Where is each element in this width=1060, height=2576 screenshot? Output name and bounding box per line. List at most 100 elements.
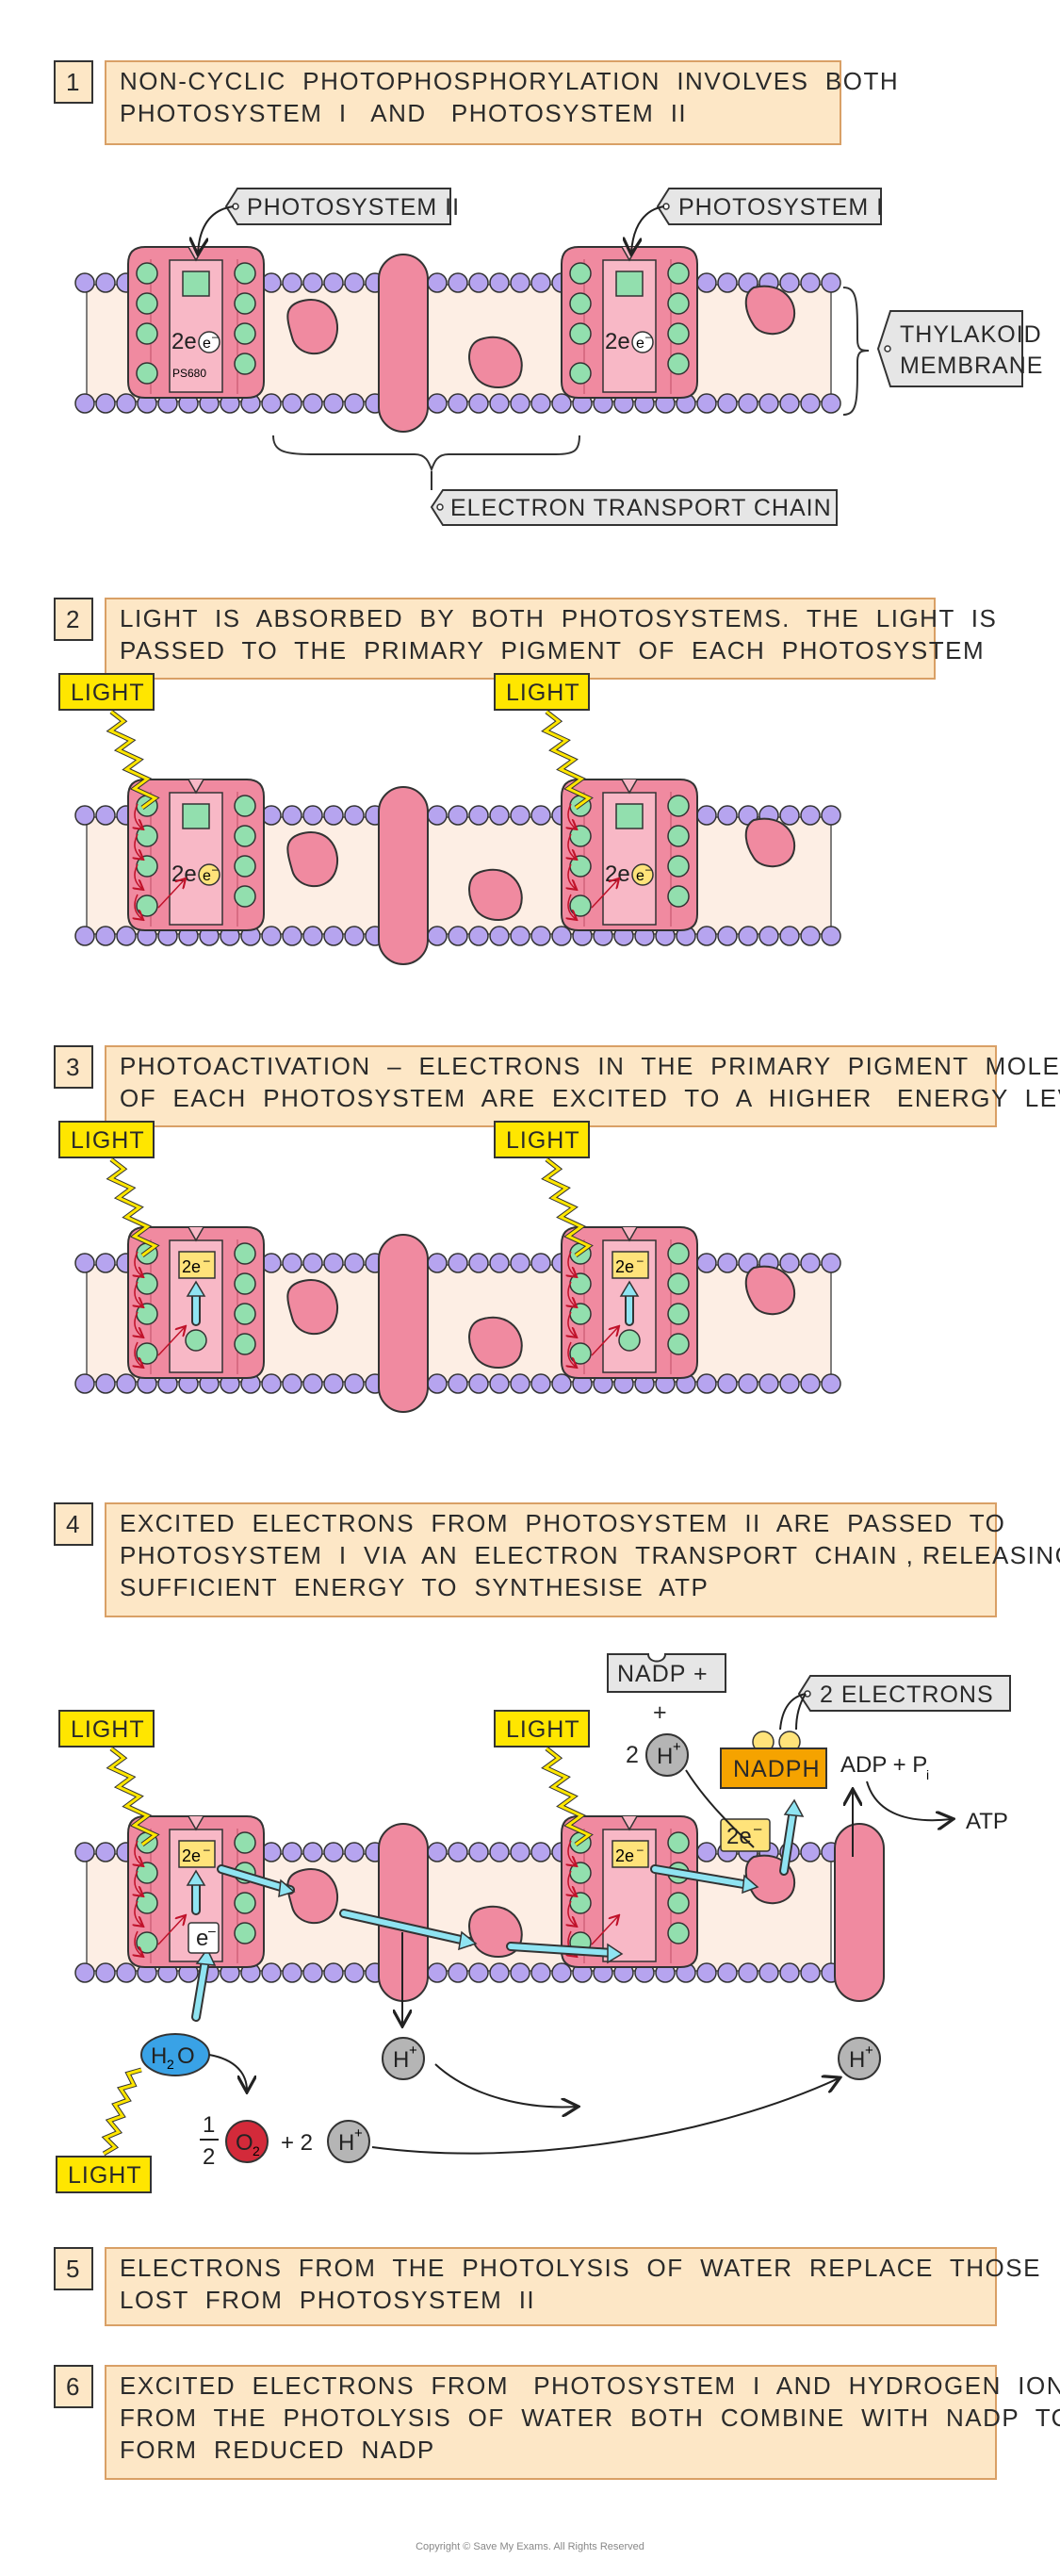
svg-text:–: – (204, 1843, 210, 1856)
nadp-plus-label: NADP + (617, 1661, 709, 1687)
step-number-box (54, 1045, 93, 1089)
accessory-pigment (234, 795, 256, 817)
accessory-pigment (234, 1272, 256, 1295)
phospholipid-head (779, 805, 800, 826)
caption-line: PHOTOSYSTEM I VIA AN ELECTRON TRANSPORT … (120, 1541, 1060, 1569)
light-source: LIGHT (58, 1710, 160, 1847)
caption-box (105, 598, 936, 680)
caption-line: NON-CYCLIC PHOTOPHOSPHORYLATION INVOLVES… (120, 67, 899, 95)
svg-text:–: – (212, 330, 219, 343)
phospholipid-head (696, 1253, 717, 1273)
accessory-pigment (667, 1892, 690, 1914)
svg-text:H: H (657, 1744, 673, 1769)
phospholipid-head (282, 1373, 302, 1394)
svg-text:–: – (208, 1923, 216, 1938)
phospholipid-head (779, 1373, 800, 1394)
cytochrome-complex (378, 1234, 429, 1413)
phospholipid-head (448, 1253, 468, 1273)
two-electrons-box-nadph: 2e – (720, 1818, 771, 1852)
accessory-pigment (234, 825, 256, 847)
caption-line: LOST FROM PHOTOSYSTEM II (120, 2286, 535, 2314)
phospholipid-head (489, 926, 510, 946)
electron-from-water: e – (188, 1922, 220, 1954)
step-number-box (54, 1502, 93, 1546)
phospholipid-head (95, 926, 116, 946)
accessory-pigment (667, 855, 690, 878)
phospholipid-head (800, 1962, 821, 1983)
svg-text:H: H (338, 2130, 354, 2156)
thylakoid-label-line1: THYLAKOID (900, 321, 1042, 348)
phospholipid-head (323, 393, 344, 414)
phospholipid-head (323, 1962, 344, 1983)
phospholipid-head (530, 1253, 551, 1273)
phospholipid-head (717, 1373, 738, 1394)
accessory-pigment (136, 1342, 158, 1365)
phospholipid-head (821, 393, 841, 414)
phospholipid-head (758, 393, 779, 414)
phospholipid-head (95, 1962, 116, 1983)
accessory-pigment (569, 362, 592, 385)
two-electrons-tag: 2 ELECTRONS (779, 1675, 1011, 1731)
light-source: LIGHT (494, 673, 594, 811)
electron-label: 2e (171, 329, 197, 354)
accessory-pigment (136, 894, 158, 917)
phospholipid-head (800, 1253, 821, 1273)
svg-text:e: e (203, 868, 211, 884)
phospholipid-head (510, 805, 530, 826)
photolysis-products: 1 2 O 2 + 2 H + (200, 2078, 839, 2170)
phospholipid-head (261, 1962, 282, 1983)
phospholipid-head (468, 805, 489, 826)
phospholipid-head (344, 1962, 365, 1983)
svg-text:2: 2 (253, 2143, 260, 2158)
phospholipid-head (116, 926, 137, 946)
phospholipid-head (821, 1253, 841, 1273)
phospholipid-head (779, 272, 800, 293)
etc-tag: ELECTRON TRANSPORT CHAIN (430, 471, 838, 526)
photosystem-1-label: PHOTOSYSTEM I (678, 194, 884, 221)
accessory-pigment (136, 322, 158, 345)
phospholipid-head (74, 1842, 95, 1862)
caption-line: FORM REDUCED NADP (120, 2436, 435, 2464)
nadp-plus-tag: NADP + + (607, 1653, 726, 1726)
light-source: LIGHT (58, 1121, 160, 1258)
electron-carrier-1 (286, 1279, 339, 1336)
svg-text:H: H (393, 2047, 409, 2073)
electron-label: 2e (605, 329, 630, 354)
svg-text:2: 2 (167, 2057, 174, 2072)
phospholipid-head (74, 1373, 95, 1394)
phospholipid-head (95, 1842, 116, 1862)
accessory-pigment (234, 1922, 256, 1944)
phospholipid-head (323, 272, 344, 293)
accessory-pigment (667, 1242, 690, 1265)
electron-label: 2e (605, 861, 630, 887)
phospholipid-head (468, 393, 489, 414)
phospholipid-head (696, 926, 717, 946)
phospholipid-head (530, 1373, 551, 1394)
phospholipid-head (800, 805, 821, 826)
phospholipid-head (510, 1962, 530, 1983)
accessory-pigment (569, 322, 592, 345)
light-label: LIGHT (71, 1716, 145, 1743)
phospholipid-head (427, 1842, 448, 1862)
phospholipid-head (800, 926, 821, 946)
accessory-pigment (234, 1303, 256, 1325)
accessory-pigment (569, 1892, 592, 1914)
svg-text:–: – (754, 1821, 762, 1837)
phospholipid-head (323, 805, 344, 826)
excited-electrons (178, 1251, 216, 1279)
ferredoxin-blob (744, 285, 796, 336)
accessory-pigment (234, 1831, 256, 1854)
phospholipid-head (344, 272, 365, 293)
phospholipid-head (302, 272, 323, 293)
accessory-pigment (136, 1931, 158, 1954)
nadp-plus-sign: + (653, 1699, 668, 1726)
thylakoid-label-line2: MEMBRANE (900, 353, 1043, 379)
phospholipid-head (261, 1373, 282, 1394)
phospholipid-head (344, 1373, 365, 1394)
phospholipid-head (323, 926, 344, 946)
